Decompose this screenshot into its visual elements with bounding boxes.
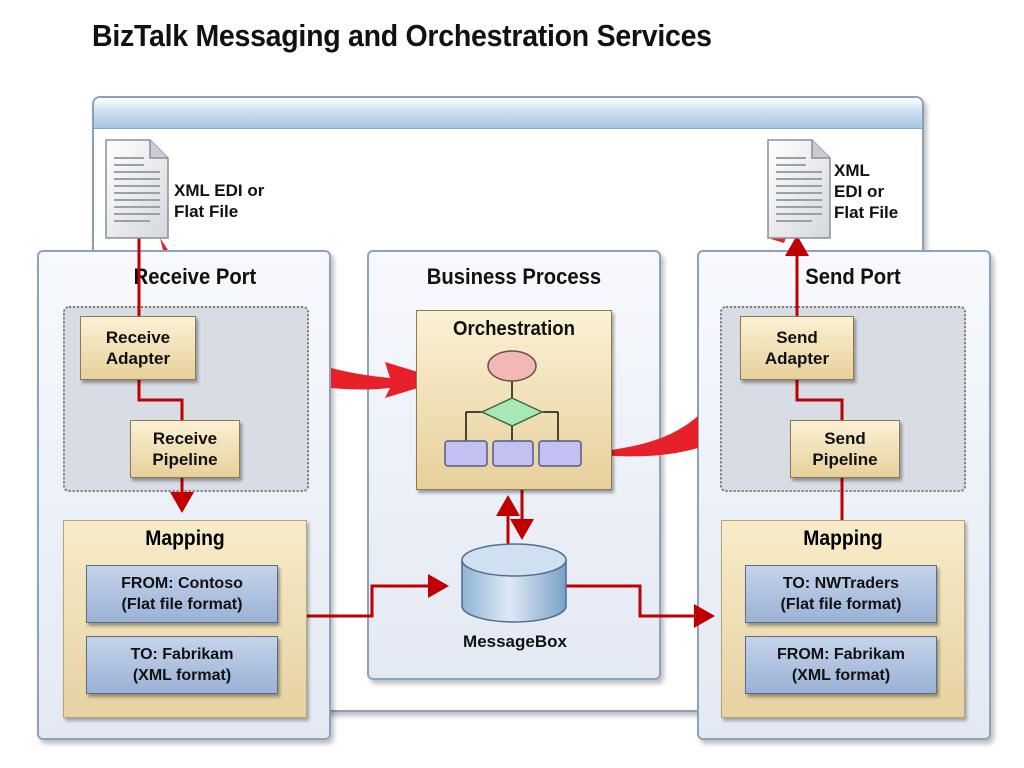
- send-map-to-box: TO: NWTraders (Flat file format): [745, 565, 937, 623]
- receive-port-title: Receive Port: [133, 264, 257, 289]
- send-map-from-box: FROM: Fabrikam (XML format): [745, 636, 937, 694]
- orchestration-box: Orchestration: [416, 310, 612, 490]
- business-process-title: Business Process: [426, 264, 602, 289]
- orchestration-title: Orchestration: [453, 318, 575, 340]
- send-pipeline-box: Send Pipeline: [790, 420, 900, 478]
- send-document-label: XML EDI or Flat File: [834, 161, 899, 222]
- send-pipeline-to-adapter-line: [795, 380, 844, 420]
- receive-to-orchestration-big-arrow: [331, 362, 444, 398]
- send-port-title: Send Port: [805, 264, 901, 289]
- send-mapping-title: Mapping: [803, 527, 883, 550]
- send-document-icon: [767, 139, 831, 239]
- messagebox-database-icon: [461, 543, 567, 623]
- window-title-bar: [94, 98, 922, 129]
- receive-document-icon: [105, 139, 169, 239]
- receive-adapter-box: Receive Adapter: [80, 316, 196, 380]
- receive-adapter-to-pipeline-line: [137, 380, 184, 420]
- receive-doc-small-arrow: [160, 238, 168, 250]
- messagebox-label: MessageBox: [463, 632, 567, 651]
- page-title: BizTalk Messaging and Orchestration Serv…: [92, 18, 712, 53]
- messagebox-to-send-mapping-arrow: [566, 584, 715, 628]
- receive-document-label: XML EDI or Flat File: [174, 181, 265, 221]
- receive-mapping-to-messagebox-arrow: [307, 574, 449, 618]
- receive-map-from-box: FROM: Contoso (Flat file format): [86, 565, 278, 623]
- orchestration-to-send-big-arrow: [598, 416, 698, 457]
- receive-pipeline-box: Receive Pipeline: [130, 420, 240, 478]
- receive-map-to-box: TO: Fabrikam (XML format): [86, 636, 278, 694]
- send-adapter-box: Send Adapter: [740, 316, 854, 380]
- receive-mapping-title: Mapping: [145, 527, 225, 550]
